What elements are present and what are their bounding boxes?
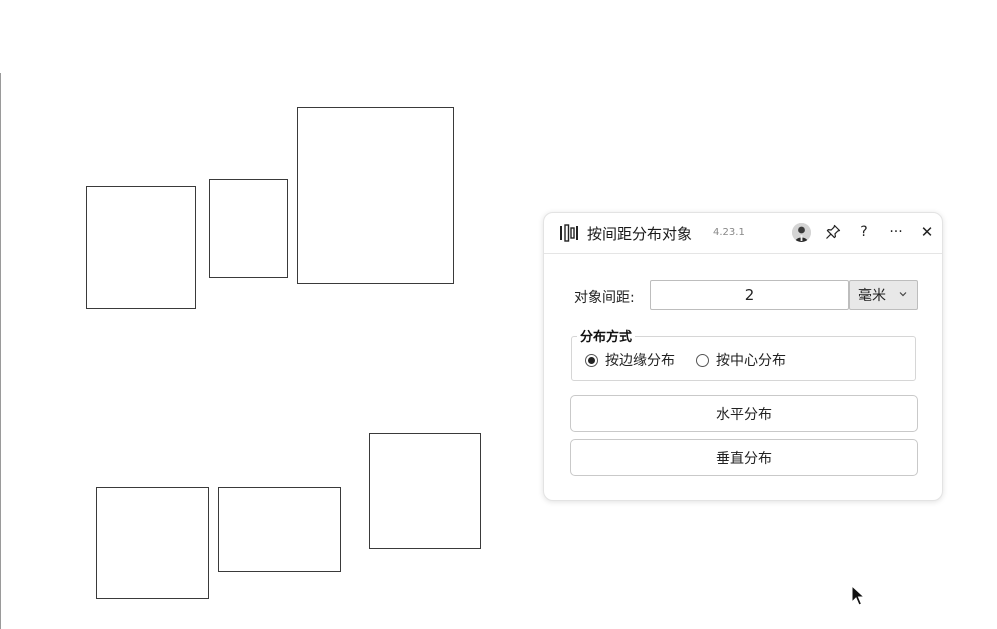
canvas-edge-divider	[0, 73, 1, 629]
vertical-distribute-button[interactable]: 垂直分布	[570, 439, 918, 476]
horizontal-distribute-button[interactable]: 水平分布	[570, 395, 918, 432]
gap-label: 对象间距:	[574, 290, 635, 306]
close-icon: ✕	[920, 223, 934, 241]
distribute-panel: 按间距分布对象 4.23.1 ? ··· ✕ 对象间距:	[543, 212, 943, 501]
unit-dropdown[interactable]: 毫米	[849, 280, 918, 310]
radio-label: 按边缘分布	[605, 353, 675, 369]
distribute-spacing-icon	[560, 224, 578, 242]
gap-input[interactable]	[650, 280, 849, 310]
help-button[interactable]: ?	[853, 221, 875, 243]
radio-selected-icon	[585, 353, 598, 367]
close-button[interactable]: ✕	[916, 221, 938, 243]
rectangle-shape[interactable]	[369, 433, 481, 549]
rectangle-shape[interactable]	[218, 487, 341, 572]
panel-titlebar[interactable]: 按间距分布对象 4.23.1 ? ··· ✕	[544, 213, 942, 254]
radio-unselected-icon	[696, 353, 709, 367]
avatar-portrait-icon	[792, 223, 811, 242]
unit-selected-value: 毫米	[858, 288, 886, 304]
distribution-mode-title: 分布方式	[577, 326, 636, 345]
rectangle-shape[interactable]	[209, 179, 288, 278]
chevron-down-icon	[899, 292, 907, 297]
pin-button[interactable]	[822, 221, 844, 243]
radio-distribute-by-edge[interactable]: 按边缘分布	[585, 350, 675, 370]
pin-icon	[826, 224, 841, 239]
more-icon: ···	[889, 224, 903, 240]
more-button[interactable]: ···	[885, 221, 907, 243]
rectangle-shape[interactable]	[96, 487, 209, 599]
help-icon: ?	[860, 224, 868, 240]
radio-label: 按中心分布	[716, 353, 786, 369]
radio-distribute-by-center[interactable]: 按中心分布	[696, 350, 786, 370]
user-avatar[interactable]	[792, 223, 811, 242]
rectangle-shape[interactable]	[86, 186, 196, 309]
panel-title: 按间距分布对象	[587, 225, 693, 243]
rectangle-shape[interactable]	[297, 107, 454, 284]
mouse-cursor-icon	[851, 585, 865, 606]
version-label: 4.23.1	[713, 227, 745, 238]
distribution-mode-group	[571, 336, 916, 381]
